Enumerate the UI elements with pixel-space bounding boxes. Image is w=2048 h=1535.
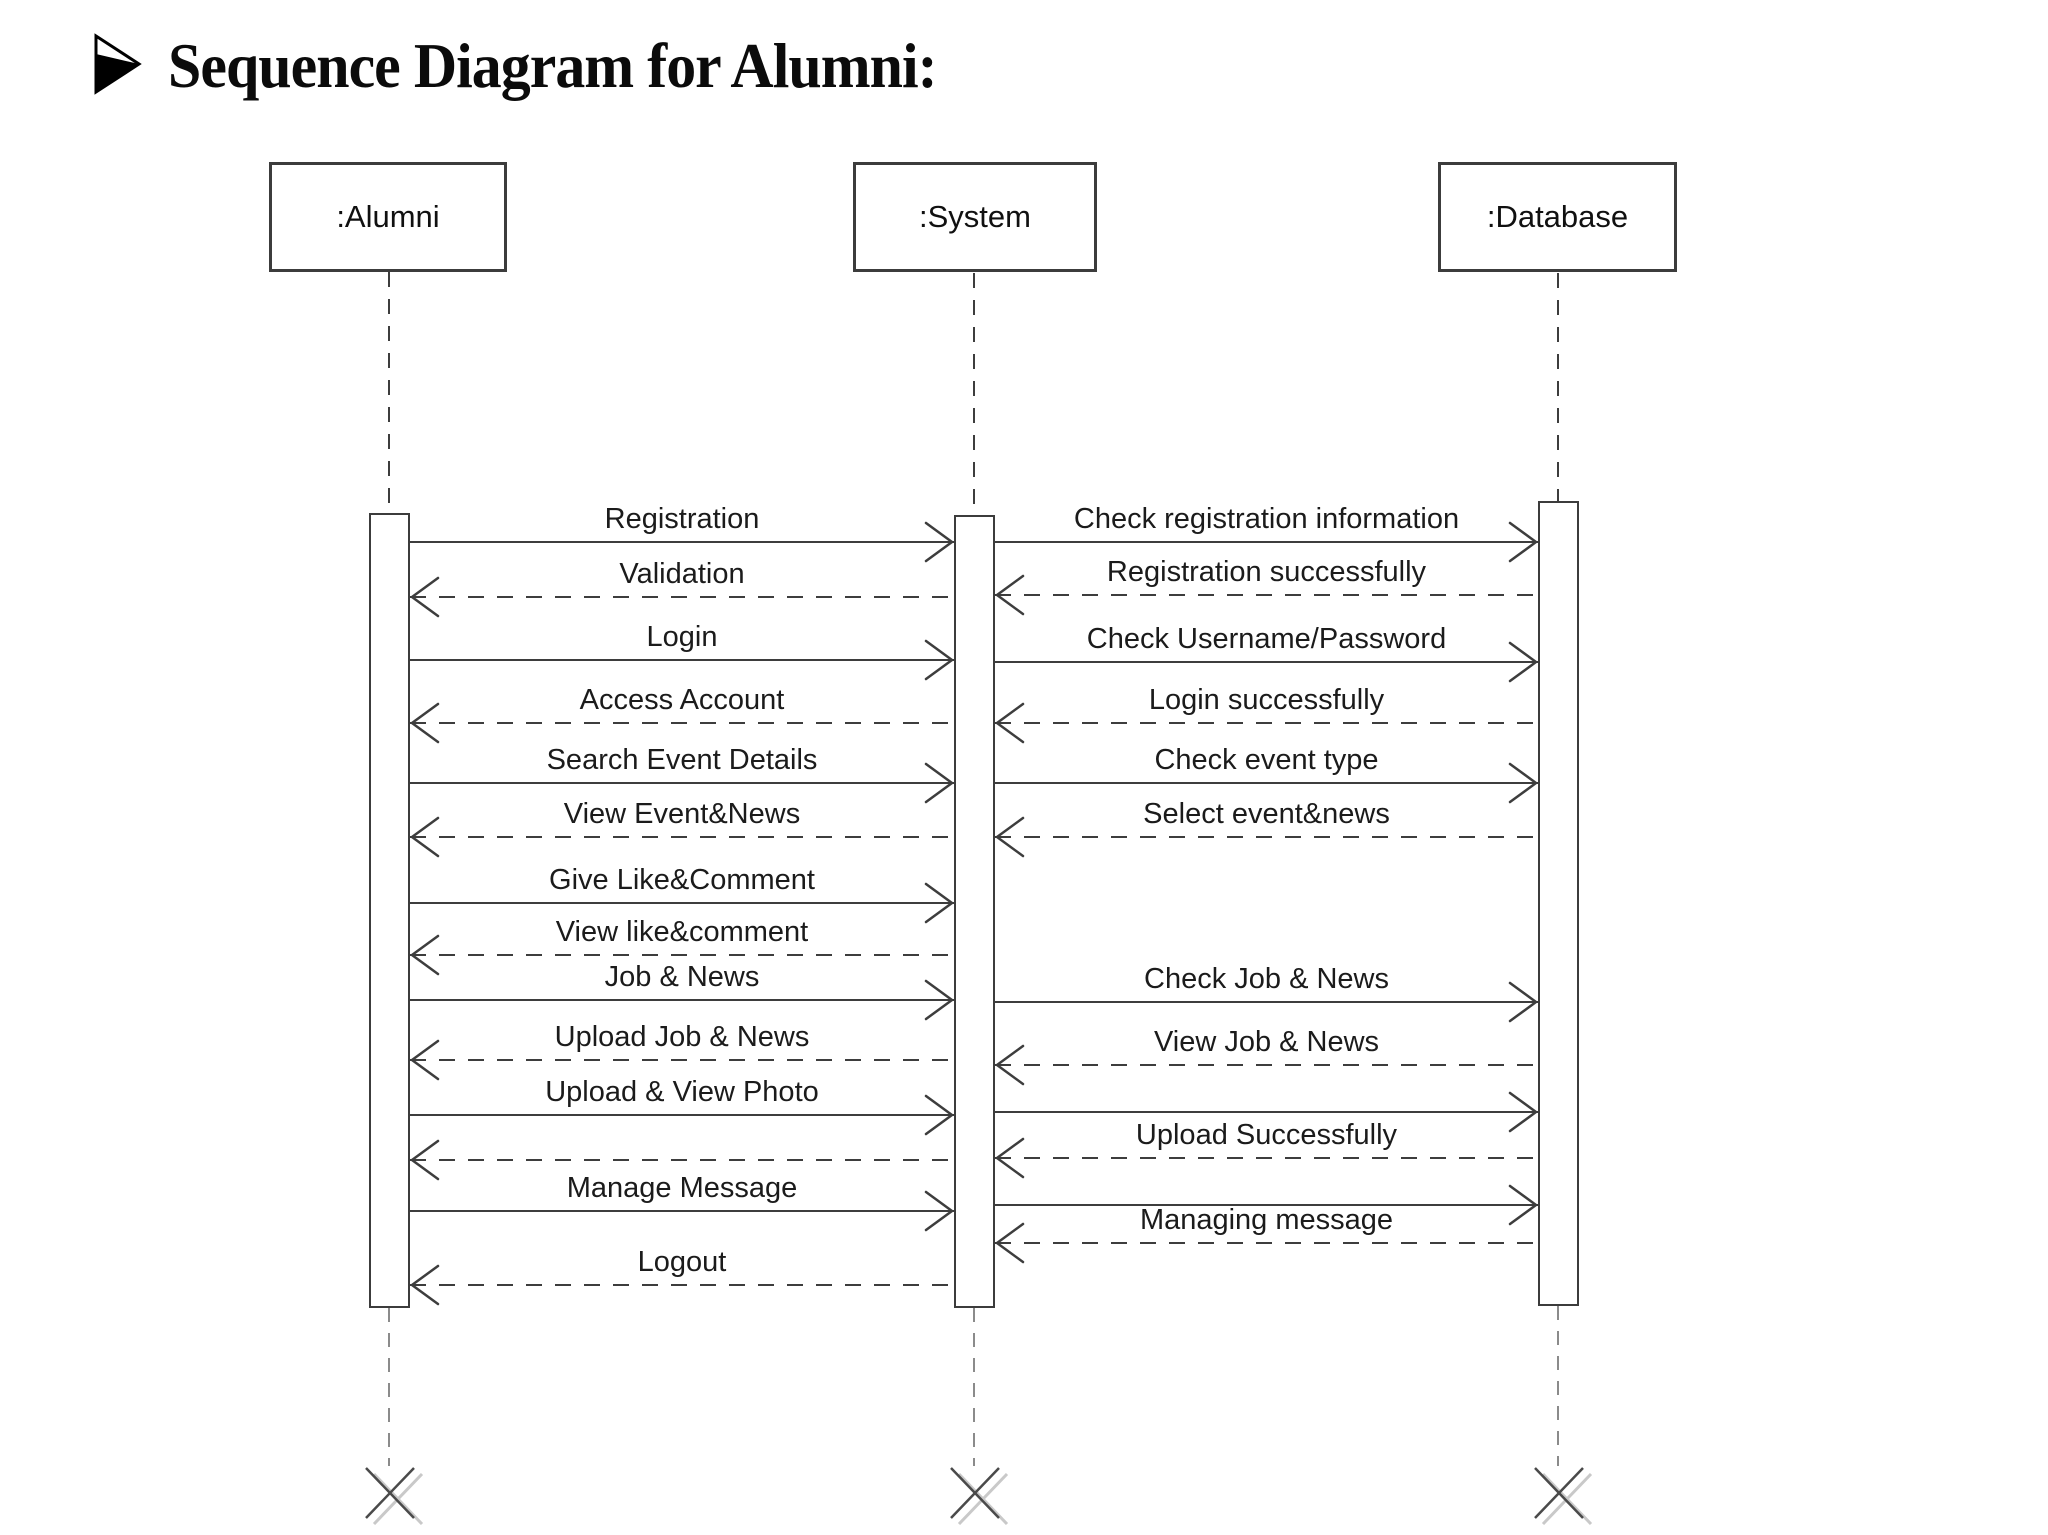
message-label: Access Account xyxy=(579,684,785,716)
message-label: Upload Successfully xyxy=(1135,1119,1398,1151)
message-label: Validation xyxy=(619,558,745,590)
actor-label-system: :System xyxy=(919,199,1031,234)
message-return-managing-message: Managing message xyxy=(994,1204,1538,1264)
termination-x-icon xyxy=(941,1458,1019,1535)
arrowhead-right-icon xyxy=(924,1190,955,1232)
arrowhead-right-icon xyxy=(1508,1184,1539,1226)
lifeline-alumni-upper xyxy=(388,272,390,513)
message-return-view-like-comment: View like&comment xyxy=(409,916,954,976)
arrowhead-left-icon xyxy=(994,816,1025,858)
arrowhead-right-icon xyxy=(1508,521,1539,563)
actor-box-system: :System xyxy=(853,162,1097,272)
arrowhead-left-icon xyxy=(409,1264,440,1306)
arrowhead-right-icon xyxy=(1508,641,1539,683)
message-label: Job & News xyxy=(604,961,760,993)
arrowhead-right-icon xyxy=(1508,762,1539,804)
lifeline-system-upper xyxy=(973,273,975,515)
arrowhead-right-icon xyxy=(924,882,955,924)
actor-label-database: :Database xyxy=(1486,199,1629,234)
arrowhead-left-icon xyxy=(994,702,1025,744)
message-label: Search Event Details xyxy=(546,744,818,776)
message-call-unlabeled-return xyxy=(995,1091,1539,1133)
arrowhead-left-icon xyxy=(994,1044,1025,1086)
message-label: View Job & News xyxy=(1153,1026,1380,1058)
lifeline-database-lower xyxy=(1557,1306,1559,1466)
message-call-check-job-news: Check Job & News xyxy=(995,963,1539,1023)
message-label: Check event type xyxy=(1154,744,1379,776)
message-call-check-username-password: Check Username/Password xyxy=(995,623,1539,683)
activation-bar-system xyxy=(954,515,995,1308)
message-return-logout: Logout xyxy=(409,1246,954,1306)
arrowhead-left-icon xyxy=(409,1139,440,1181)
page-title-text: Sequence Diagram for Alumni: xyxy=(168,31,938,101)
arrowhead-left-icon xyxy=(409,1039,440,1081)
message-label: Registration successfully xyxy=(1106,556,1427,588)
arrowhead-left-icon xyxy=(409,702,440,744)
arrowhead-right-icon xyxy=(924,639,955,681)
message-label: Upload & View Photo xyxy=(545,1076,819,1108)
message-call-check-registration-information: Check registration information xyxy=(995,503,1539,563)
message-label: Managing message xyxy=(1139,1204,1394,1236)
message-call-manage-message: Manage Message xyxy=(410,1172,955,1232)
arrowhead-right-icon xyxy=(1508,1091,1539,1133)
message-return-view-job-news: View Job & News xyxy=(994,1026,1538,1086)
message-call-upload-view-photo: Upload & View Photo xyxy=(410,1076,955,1136)
message-call-unlabeled-return xyxy=(995,1184,1539,1226)
message-label: Check Username/Password xyxy=(1086,623,1447,655)
termination-x-icon xyxy=(1525,1458,1603,1535)
message-call-give-like-comment: Give Like&Comment xyxy=(410,864,955,924)
message-label: View Event&News xyxy=(563,798,801,830)
message-return-unlabeled-return xyxy=(409,1139,954,1181)
message-call-search-event-details: Search Event Details xyxy=(410,744,955,804)
actor-label-alumni: :Alumni xyxy=(336,199,440,234)
message-return-select-event-news: Select event&news xyxy=(994,798,1538,858)
lifeline-system-lower xyxy=(973,1308,975,1466)
arrowhead-right-icon xyxy=(924,1094,955,1136)
message-label: Login xyxy=(646,621,718,653)
message-call-login: Login xyxy=(410,621,955,681)
message-label: Check Job & News xyxy=(1144,963,1389,995)
message-return-upload-job-news: Upload Job & News xyxy=(409,1021,954,1081)
arrowhead-left-icon xyxy=(994,1222,1025,1264)
message-return-login-successfully: Login successfully xyxy=(994,684,1538,744)
arrowhead-left-icon xyxy=(409,816,440,858)
message-return-view-event-news: View Event&News xyxy=(409,798,954,858)
arrowhead-right-icon xyxy=(924,521,955,563)
arrowhead-left-icon xyxy=(409,576,440,618)
message-label: Select event&news xyxy=(1143,798,1390,830)
arrowhead-left-icon xyxy=(994,574,1025,616)
message-return-registration-successfully: Registration successfully xyxy=(994,556,1538,616)
lifeline-database-upper xyxy=(1557,273,1559,501)
arrowhead-bullet-icon xyxy=(92,33,144,100)
page-title: Sequence Diagram for Alumni: xyxy=(92,30,977,103)
message-return-access-account: Access Account xyxy=(409,684,954,744)
arrowhead-left-icon xyxy=(994,1137,1025,1179)
arrowhead-right-icon xyxy=(924,762,955,804)
actor-box-alumni: :Alumni xyxy=(269,162,507,272)
message-return-validation: Validation xyxy=(409,558,954,618)
activation-bar-database xyxy=(1538,501,1579,1306)
arrowhead-left-icon xyxy=(409,934,440,976)
message-label: Check registration information xyxy=(1073,503,1460,535)
message-label: Give Like&Comment xyxy=(549,864,815,896)
arrowhead-right-icon xyxy=(1508,981,1539,1023)
lifeline-alumni-lower xyxy=(388,1308,390,1466)
message-label: Upload Job & News xyxy=(554,1021,810,1053)
message-return-upload-successfully: Upload Successfully xyxy=(994,1119,1538,1179)
actor-box-database: :Database xyxy=(1438,162,1677,272)
message-label: Registration xyxy=(604,503,760,535)
message-label: Manage Message xyxy=(566,1172,798,1204)
termination-x-icon xyxy=(356,1458,434,1535)
message-call-registration: Registration xyxy=(410,503,955,563)
message-call-job-news: Job & News xyxy=(410,961,955,1021)
message-call-check-event-type: Check event type xyxy=(995,744,1539,804)
message-label: Login successfully xyxy=(1148,684,1385,716)
arrowhead-right-icon xyxy=(924,979,955,1021)
message-label: Logout xyxy=(637,1246,727,1278)
message-label: View like&comment xyxy=(555,916,809,948)
activation-bar-alumni xyxy=(369,513,410,1308)
